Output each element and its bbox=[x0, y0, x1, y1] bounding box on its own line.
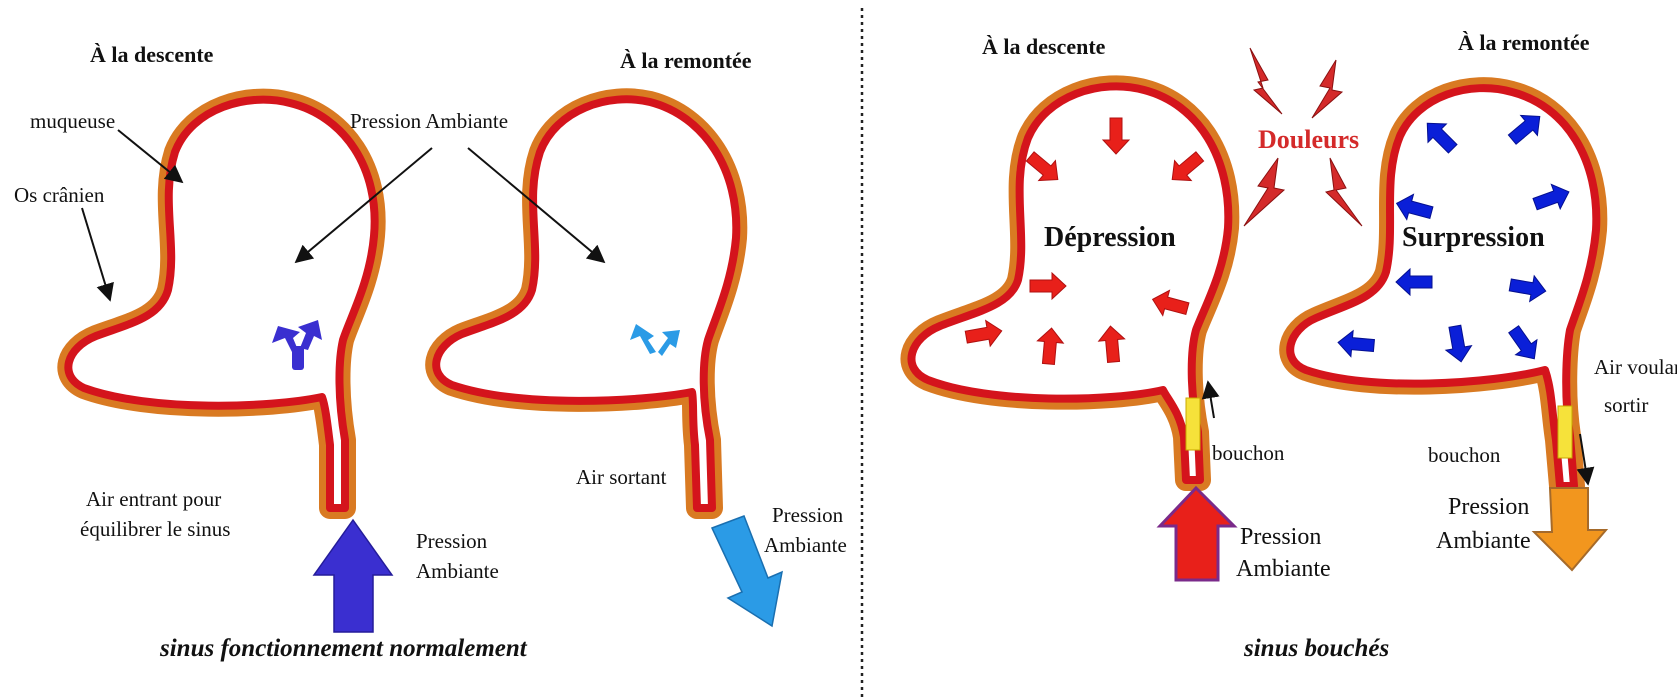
pressure-in-arrow bbox=[314, 520, 392, 632]
label-mucosa: muqueuse bbox=[30, 109, 115, 133]
label-air-wanting-line1: Air voulant bbox=[1594, 355, 1677, 379]
label-bone: Os crânien bbox=[14, 183, 105, 207]
right-heading-ascent: À la remontée bbox=[1458, 30, 1590, 55]
plug-left bbox=[1186, 398, 1200, 450]
pointer-bone bbox=[82, 208, 110, 300]
right-heading-descent: À la descente bbox=[982, 34, 1106, 59]
label-pressure-in-line1: Pression bbox=[416, 529, 488, 553]
label-pain: Douleurs bbox=[1258, 125, 1359, 154]
plug-push-arrow-left bbox=[1208, 382, 1214, 418]
caption-normal: sinus fonctionnement normalement bbox=[159, 635, 528, 662]
blocked-pressure-out-arrow bbox=[1534, 488, 1606, 570]
label-ambient-pressure-inner: Pression Ambiante bbox=[350, 109, 508, 133]
blocked-pressure-in-arrow bbox=[1160, 488, 1234, 580]
label-air-out: Air sortant bbox=[576, 465, 667, 489]
caption-blocked: sinus bouchés bbox=[1243, 635, 1389, 662]
label-pressure-in-line2: Ambiante bbox=[416, 559, 499, 583]
label-blocked-pressure-in-line2: Ambiante bbox=[1236, 556, 1331, 582]
label-blocked-pressure-in-line1: Pression bbox=[1240, 524, 1321, 550]
sinus-3-mucosa-layer bbox=[911, 86, 1228, 480]
label-air-wanting-line2: sortir bbox=[1604, 393, 1648, 417]
left-heading-ascent: À la remontée bbox=[620, 48, 752, 73]
label-plug-right: bouchon bbox=[1428, 443, 1501, 467]
sinus-blocked-descent bbox=[911, 86, 1228, 480]
sinus-normal-descent bbox=[68, 100, 374, 508]
sinus-normal-ascent bbox=[436, 99, 736, 508]
label-air-in-line1: Air entrant pour bbox=[86, 487, 221, 511]
label-air-in-line2: équilibrer le sinus bbox=[80, 517, 230, 541]
label-plug-left: bouchon bbox=[1212, 441, 1285, 465]
sinus-1-mucosa-layer bbox=[68, 100, 374, 508]
label-pressure-out-line1: Pression bbox=[772, 503, 844, 527]
label-blocked-pressure-out-line2: Ambiante bbox=[1436, 528, 1531, 554]
left-heading-descent: À la descente bbox=[90, 42, 214, 67]
label-depression: Dépression bbox=[1044, 222, 1176, 253]
label-blocked-pressure-out-line1: Pression bbox=[1448, 494, 1529, 520]
label-overpressure: Surpression bbox=[1402, 222, 1545, 253]
plug-right bbox=[1558, 406, 1572, 458]
label-pressure-out-line2: Ambiante bbox=[764, 533, 847, 557]
sinus-2-mucosa-layer bbox=[436, 99, 736, 508]
